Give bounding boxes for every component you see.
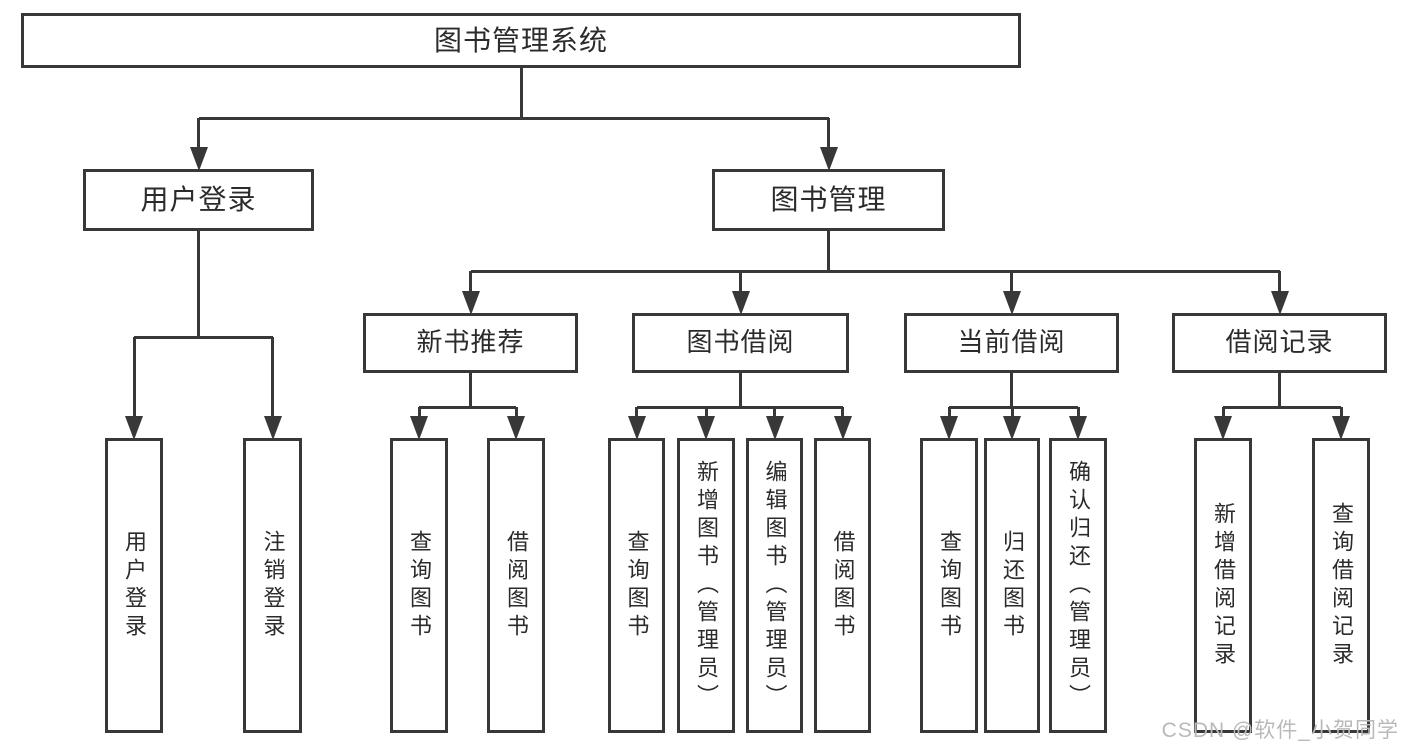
connector-line (1076, 407, 1080, 422)
arrowhead (1270, 291, 1289, 315)
node-leaf-bb-borrow: 借阅图书 (814, 438, 871, 733)
arrowhead (765, 416, 784, 440)
connector-line (704, 407, 708, 422)
node-leaf-nbr-query: 查询图书 (390, 438, 448, 733)
arrowhead (731, 291, 750, 315)
node-label: 当前借阅 (957, 327, 1066, 358)
node-label: 查询图书 (624, 529, 650, 642)
connector-line (417, 407, 421, 422)
connector-line (1278, 373, 1281, 407)
arrowhead (125, 416, 143, 440)
connector-line (1010, 407, 1014, 422)
node-leaf-bb-edit: 编辑图书（管理员） (746, 438, 803, 733)
connector-line (197, 118, 200, 153)
node-root: 图书管理系统 (21, 13, 1021, 68)
connector-line (1278, 271, 1281, 297)
node-leaf-logout: 注销登录 (243, 438, 302, 733)
connector-line (739, 271, 742, 297)
node-label: 注销登录 (260, 529, 286, 642)
connector-line (1010, 271, 1013, 297)
node-book-mgmt: 图书管理 (712, 169, 945, 231)
node-label: 编辑图书（管理员） (762, 459, 788, 712)
connector-line (198, 116, 829, 120)
node-label: 确认归还（管理员） (1066, 459, 1091, 712)
node-new-book-rec: 新书推荐 (363, 313, 578, 373)
connector-line (947, 407, 951, 422)
connector-line (827, 231, 830, 271)
connector-line (470, 269, 1280, 273)
node-user-login: 用户登录 (83, 169, 314, 231)
node-label: 新书推荐 (416, 327, 525, 358)
node-borrow-records: 借阅记录 (1172, 313, 1387, 373)
node-label: 图书管理系统 (433, 24, 608, 56)
node-label: 查询图书 (937, 529, 962, 642)
arrowhead (1069, 416, 1087, 440)
arrowhead (697, 416, 715, 440)
connector-line (635, 407, 638, 422)
connector-line (469, 373, 472, 407)
connector-line (132, 337, 136, 422)
arrowhead (263, 416, 282, 440)
connector-line (419, 405, 516, 409)
arrowhead (189, 147, 208, 171)
connector-line (1223, 405, 1341, 409)
node-leaf-user-login: 用户登录 (105, 438, 163, 733)
connector-line (514, 407, 518, 422)
node-label: 图书借阅 (686, 327, 795, 358)
node-label: 查询借阅记录 (1329, 501, 1354, 670)
node-book-borrow: 图书借阅 (632, 313, 849, 373)
node-label: 用户登录 (122, 529, 147, 642)
node-label: 借阅图书 (830, 529, 856, 642)
connector-line (1221, 407, 1225, 422)
node-leaf-bb-query: 查询图书 (608, 438, 665, 733)
node-label: 借阅记录 (1225, 327, 1334, 358)
node-label: 用户登录 (140, 184, 257, 216)
arrowhead (410, 416, 428, 440)
node-current-borrow: 当前借阅 (904, 313, 1119, 373)
node-label: 借阅图书 (504, 529, 529, 642)
arrowhead (1003, 416, 1021, 440)
arrowhead (507, 416, 525, 440)
watermark: CSDN @软件_小贺同学 (1161, 719, 1399, 742)
connector-line (197, 231, 200, 337)
connector-line (773, 407, 776, 422)
connector-line (469, 271, 472, 297)
connector-line (271, 337, 274, 422)
node-leaf-cb-confirm: 确认归还（管理员） (1049, 438, 1107, 733)
node-label: 图书管理 (770, 184, 887, 216)
connector-line (519, 68, 523, 118)
connector-line (1010, 373, 1013, 407)
node-label: 归还图书 (1000, 529, 1025, 642)
node-label: 新增借阅记录 (1211, 501, 1236, 670)
connector-line (739, 373, 742, 407)
arrowhead (833, 416, 852, 440)
node-leaf-cb-query: 查询图书 (920, 438, 978, 733)
node-leaf-br-query: 查询借阅记录 (1312, 438, 1370, 733)
node-leaf-nbr-borrow: 借阅图书 (487, 438, 545, 733)
arrowhead (461, 291, 480, 315)
arrowhead (1214, 416, 1232, 440)
node-leaf-bb-add: 新增图书（管理员） (677, 438, 735, 733)
arrowhead (1002, 291, 1021, 315)
connector-line (827, 118, 830, 153)
connector-line (1339, 407, 1343, 422)
arrowhead (1332, 416, 1350, 440)
node-leaf-br-add: 新增借阅记录 (1194, 438, 1252, 733)
connector-line (636, 405, 843, 409)
connector-line (134, 335, 273, 339)
node-label: 查询图书 (407, 529, 432, 642)
arrowhead (627, 416, 646, 440)
node-leaf-cb-return: 归还图书 (984, 438, 1040, 733)
node-label: 新增图书（管理员） (694, 459, 719, 712)
arrowhead (940, 416, 958, 440)
connector-line (841, 407, 844, 422)
arrowhead (819, 147, 838, 171)
connector-line (949, 405, 1078, 409)
